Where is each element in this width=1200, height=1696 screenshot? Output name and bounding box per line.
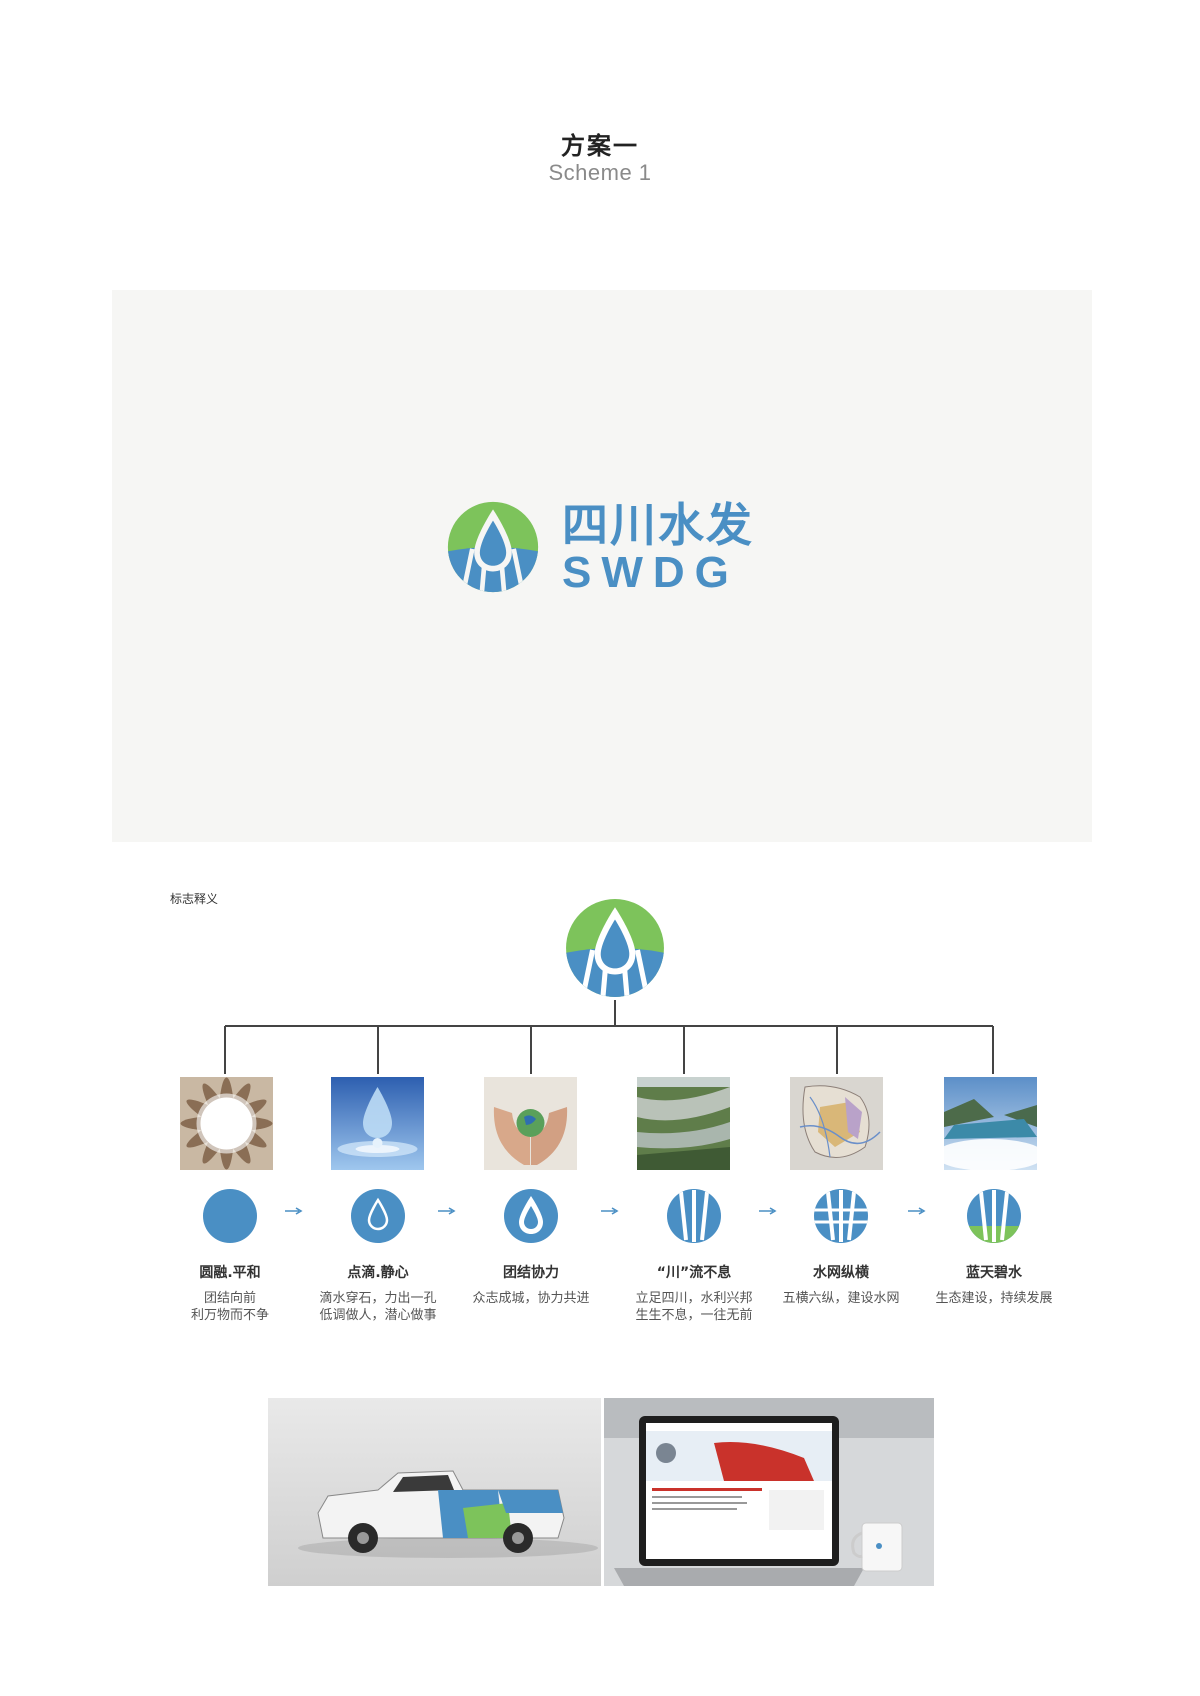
laptop-website-mockup [604,1398,934,1586]
sunburst-hands-photo [180,1077,273,1170]
section-label: 标志释义 [170,892,219,906]
step-title: “川”流不息 [656,1265,732,1281]
truck-mockup [268,1398,601,1586]
step-desc: 众志成城，协力共进 [456,1290,606,1307]
step-desc-line: 立足四川，水利兴邦 [635,1291,753,1306]
brand-wordmark: 四川水发 SWDG [562,500,782,596]
step-desc-line: 五横六纵，建设水网 [782,1291,900,1306]
step-desc-line: 低调做人，潜心做事 [319,1308,437,1323]
step-desc: 生态建设，持续发展 [919,1290,1069,1307]
step-title: 蓝天碧水 [966,1265,1022,1281]
blue-green-icon [967,1189,1021,1243]
swdg-logo-icon [447,501,539,593]
hands-globe-photo [484,1077,577,1170]
arrow-right-icon [438,1207,456,1215]
water-grid-icon [814,1189,868,1243]
river-aerial-photo [637,1077,730,1170]
water-drop-photo [331,1077,424,1170]
step-desc: 立足四川，水利兴邦 生生不息，一往无前 [619,1290,769,1324]
step-desc: 滴水穿石，力出一孔 低调做人，潜心做事 [303,1290,453,1324]
step-desc: 团结向前 利万物而不争 [155,1290,305,1324]
blue-sky-river-photo [944,1077,1037,1170]
brand-name-cn: 四川水发 [562,498,754,552]
step-title: 水网纵横 [813,1265,869,1281]
circle-icon [203,1189,257,1243]
arrow-right-icon [759,1207,777,1215]
step-desc-line: 生态建设，持续发展 [935,1291,1053,1306]
arrow-right-icon [908,1207,926,1215]
logo-panel: 四川水发 SWDG [112,290,1092,842]
arrow-right-icon [601,1207,619,1215]
brand-name-en: SWDG [562,548,739,597]
page-subtitle: Scheme 1 [548,160,652,185]
cupped-drop-icon [504,1189,558,1243]
step-desc-line: 团结向前 [203,1291,256,1306]
step-title: 点滴.静心 [347,1265,409,1281]
tree-root-logo-icon [566,899,664,997]
page-title: 方案一 [561,132,639,160]
step-desc-line: 利万物而不争 [190,1308,269,1323]
arrow-right-icon [285,1207,303,1215]
step-desc-line: 滴水穿石，力出一孔 [319,1291,437,1306]
water-network-map-photo [790,1077,883,1170]
chuan-icon [667,1189,721,1243]
step-title: 圆融.平和 [199,1265,261,1281]
step-desc-line: 生生不息，一往无前 [635,1308,753,1323]
step-title: 团结协力 [503,1265,559,1281]
step-desc-line: 众志成城，协力共进 [472,1291,590,1306]
drop-in-circle-icon [351,1189,405,1243]
step-desc: 五横六纵，建设水网 [766,1290,916,1307]
